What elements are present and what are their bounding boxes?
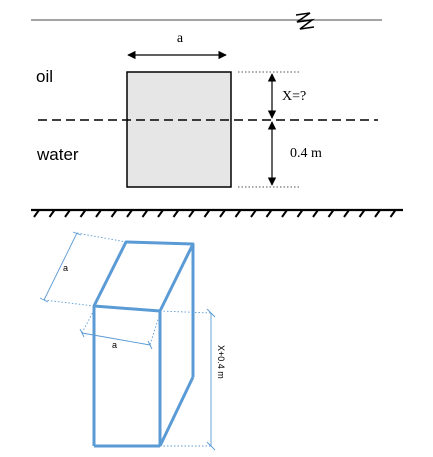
ground-hatch-mark bbox=[48, 209, 56, 218]
floating-block bbox=[126, 71, 232, 188]
iso-bottom-right-edge bbox=[158, 376, 195, 447]
width-label: a bbox=[177, 31, 184, 46]
ground-hatch-mark bbox=[79, 209, 87, 218]
ground-hatch-mark bbox=[296, 209, 304, 218]
water-surface-symbol-icon bbox=[295, 12, 315, 30]
ground-hatch-mark bbox=[95, 209, 102, 218]
ground-hatch-mark bbox=[219, 209, 226, 218]
water-depth-label: 0.4 m bbox=[290, 146, 322, 161]
ground-hatch-mark bbox=[172, 209, 180, 218]
ground-hatch-mark bbox=[33, 209, 40, 218]
iso-height-label: X+0.4 m bbox=[216, 345, 226, 379]
ground-hatch-mark bbox=[203, 209, 211, 218]
ground-hatch-mark bbox=[343, 209, 350, 218]
ground-hatch-mark bbox=[250, 209, 257, 218]
water-label: water bbox=[36, 145, 79, 164]
ground-hatch-mark bbox=[126, 209, 133, 218]
ground-hatch-mark bbox=[358, 209, 366, 218]
ground-hatch-mark bbox=[141, 209, 149, 218]
x-unknown-label: X=? bbox=[282, 89, 306, 104]
oil-label: oil bbox=[36, 67, 53, 86]
iso-side-a-label: a bbox=[63, 263, 68, 273]
iso-top-face bbox=[92, 240, 195, 313]
isometric-block bbox=[92, 240, 195, 448]
ground-hatch-mark bbox=[265, 209, 273, 218]
ground-hatch-mark bbox=[312, 209, 319, 218]
ground-hatch-mark bbox=[64, 209, 71, 218]
ground-hatch-mark bbox=[374, 209, 381, 218]
ground-hatch-mark bbox=[188, 209, 195, 218]
ground-hatch-mark bbox=[234, 209, 242, 218]
ground-hatch-icon bbox=[31, 208, 403, 218]
iso-dimensions bbox=[39, 231, 216, 451]
ground-hatch-mark bbox=[389, 209, 397, 218]
ground-hatch-mark bbox=[281, 209, 288, 218]
ground-hatch-mark bbox=[110, 209, 118, 218]
ground-hatch-mark bbox=[327, 209, 335, 218]
iso-bottom-a-label: a bbox=[112, 340, 117, 350]
ground-hatch-mark bbox=[157, 209, 164, 218]
